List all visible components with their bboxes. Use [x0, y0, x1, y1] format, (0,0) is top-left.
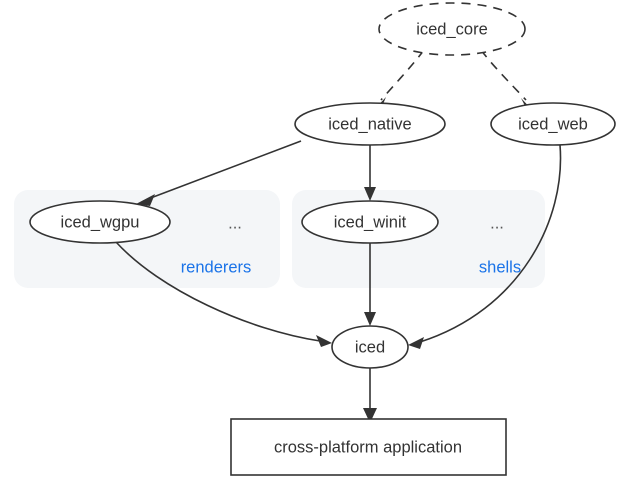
node-iced-web-shape[interactable]	[490, 102, 616, 146]
node-iced-winit[interactable]: iced_winit	[301, 200, 439, 244]
node-iced-web-label: iced_web	[518, 115, 588, 133]
node-iced-wgpu-shape[interactable]	[29, 200, 171, 244]
cluster-renderers-label: renderers	[181, 258, 252, 276]
edge-winit-to-iced	[364, 243, 376, 326]
node-iced-core-shape[interactable]	[378, 2, 526, 56]
edge-native-to-wgpu-arrowhead	[136, 194, 155, 206]
edge-native-to-wgpu-line	[147, 140, 302, 200]
node-iced-native-label: iced_native	[328, 115, 411, 133]
edge-winit-to-iced-arrowhead	[364, 312, 376, 326]
edge-wgpu-to-iced-line	[115, 241, 321, 342]
node-iced-core-label: iced_core	[416, 20, 488, 38]
cluster-shells-label: shells	[479, 258, 521, 276]
edge-native-to-winit	[364, 145, 376, 201]
node-iced-wgpu-label: iced_wgpu	[61, 213, 140, 231]
edge-core-to-web-line	[480, 49, 527, 101]
node-cross-platform-application-shape[interactable]	[230, 418, 507, 476]
node-iced[interactable]: iced	[331, 325, 409, 369]
edge-core-to-web	[480, 49, 534, 112]
edge-core-to-native-line	[380, 49, 425, 101]
edge-wgpu-to-iced	[115, 241, 332, 347]
node-iced-web[interactable]: iced_web	[490, 102, 616, 146]
node-iced-winit-label: iced_winit	[334, 213, 407, 231]
node-iced-label: iced	[355, 338, 385, 356]
node-iced-winit-shape[interactable]	[301, 200, 439, 244]
node-cross-platform-application-label: cross-platform application	[274, 438, 462, 456]
node-iced-core[interactable]: iced_core	[378, 2, 526, 56]
edge-iced-to-app	[363, 368, 377, 423]
edge-web-to-iced-arrowhead	[408, 337, 424, 349]
edge-native-to-winit-arrowhead	[364, 187, 376, 201]
node-cross-platform-application[interactable]: cross-platform application	[230, 418, 507, 476]
edge-wgpu-to-iced-arrowhead	[316, 335, 332, 347]
node-iced-native-shape[interactable]	[294, 102, 446, 146]
node-iced-native[interactable]: iced_native	[294, 102, 446, 146]
node-iced-wgpu[interactable]: iced_wgpu	[29, 200, 171, 244]
edge-web-to-iced	[408, 144, 562, 349]
edge-web-to-iced-line	[419, 144, 562, 343]
edge-iced-to-app-arrowhead	[363, 408, 377, 423]
shells-more-ellipsis: ...	[490, 214, 504, 232]
renderers-more-ellipsis: ...	[228, 214, 242, 232]
edge-native-to-wgpu	[136, 140, 302, 206]
node-iced-shape[interactable]	[331, 325, 409, 369]
